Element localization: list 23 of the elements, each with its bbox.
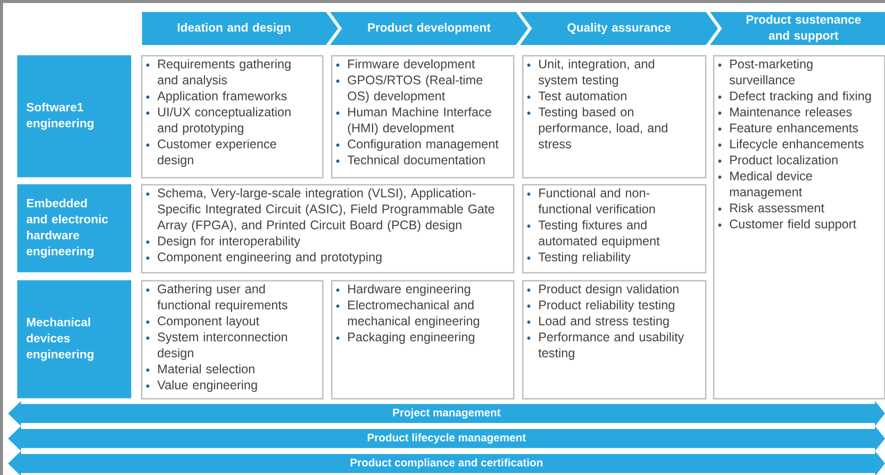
double-arrow-band: Product lifecycle management: [8, 426, 885, 451]
content-box: Hardware engineering Electromechanical and mechanical engineering Packaging engineering: [331, 280, 514, 400]
node-label: Quality assurance: [567, 22, 671, 34]
phase-header: Quality assurance: [520, 12, 718, 45]
node-label: Product development: [368, 22, 491, 34]
node-label: Product sustenance and support: [746, 14, 861, 42]
content-box: Post-marketing surveillance Defect tracking and fixing Maintenance releases Feature enhancements Lifecycle enhancements Product localization Medical device management Risk assessment Customer field support: [713, 55, 885, 400]
content-box: Requirements gathering and analysis Application frameworks UI/UX conceptualization and prototyping Customer experience design: [141, 55, 324, 178]
row-label: Embedded and electronic hardware engineering: [17, 184, 132, 272]
phase-header: Ideation and design: [142, 12, 338, 45]
row-label: Mechanical devices engineering: [17, 280, 132, 398]
double-arrow-band: Project management: [8, 401, 885, 426]
phase-header: Product development: [330, 12, 528, 45]
content-box: Unit, integration, and system testing Test automation Testing based on performance, load, and stress: [522, 55, 706, 178]
content-box: Firmware development GPOS/RTOS (Real-time OS) development Human Machine Interface (HMI) development Configuration management Technical documentation: [331, 55, 514, 178]
content-box: Schema, Very-large-scale integration (VLSI), Application-Specific Integrated Circuit (ASIC), Field Programmable Gate Array (FPGA), and Printed Circuit Board (PCB) design Design for interoperability Component engineering and prototyping: [141, 184, 514, 274]
node-label: Ideation and design: [178, 22, 290, 34]
phase-header: Product sustenance and support: [710, 12, 885, 45]
double-arrow-band: Product compliance and certification: [8, 451, 885, 475]
content-box: Functional and non-functional verification Testing fixtures and automated equipment Testing reliability: [522, 184, 706, 274]
row-label: Software1 engineering: [17, 55, 132, 178]
content-box: Gathering user and functional requirements Component layout System interconnection design Material selection Value engineering: [141, 280, 324, 400]
content-box: Product design validation Product reliability testing Load and stress testing Performance and usability testing: [522, 280, 706, 400]
